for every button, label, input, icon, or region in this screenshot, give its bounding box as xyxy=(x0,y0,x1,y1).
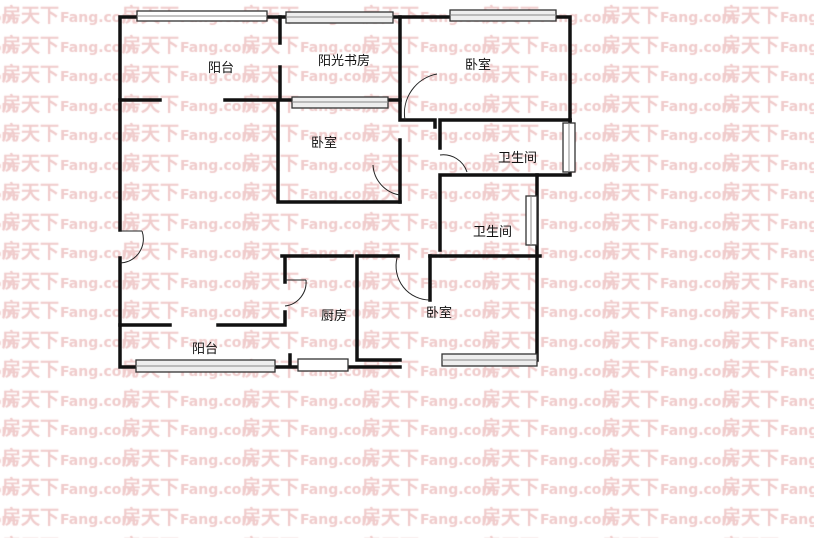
windows xyxy=(135,9,576,373)
room-label-bathroom-1: 卫生间 xyxy=(498,151,537,166)
room-label-bedroom-south: 卧室 xyxy=(426,305,452,321)
room-label-bathroom-2: 卫生间 xyxy=(473,225,512,240)
walls xyxy=(118,15,572,369)
room-label-balcony-north: 阳台 xyxy=(208,61,234,76)
doors xyxy=(119,73,468,307)
room-label-balcony-south: 阳台 xyxy=(192,342,218,357)
room-labels: 阳台 阳光书房 卧室 卧室 卫生间 卫生间 厨房 卧室 阳台 xyxy=(192,53,537,357)
room-label-sun-study: 阳光书房 xyxy=(318,53,370,69)
room-label-bedroom-middle: 卧室 xyxy=(311,135,337,151)
room-label-bedroom-northeast: 卧室 xyxy=(465,57,491,73)
room-label-kitchen: 厨房 xyxy=(321,308,347,324)
